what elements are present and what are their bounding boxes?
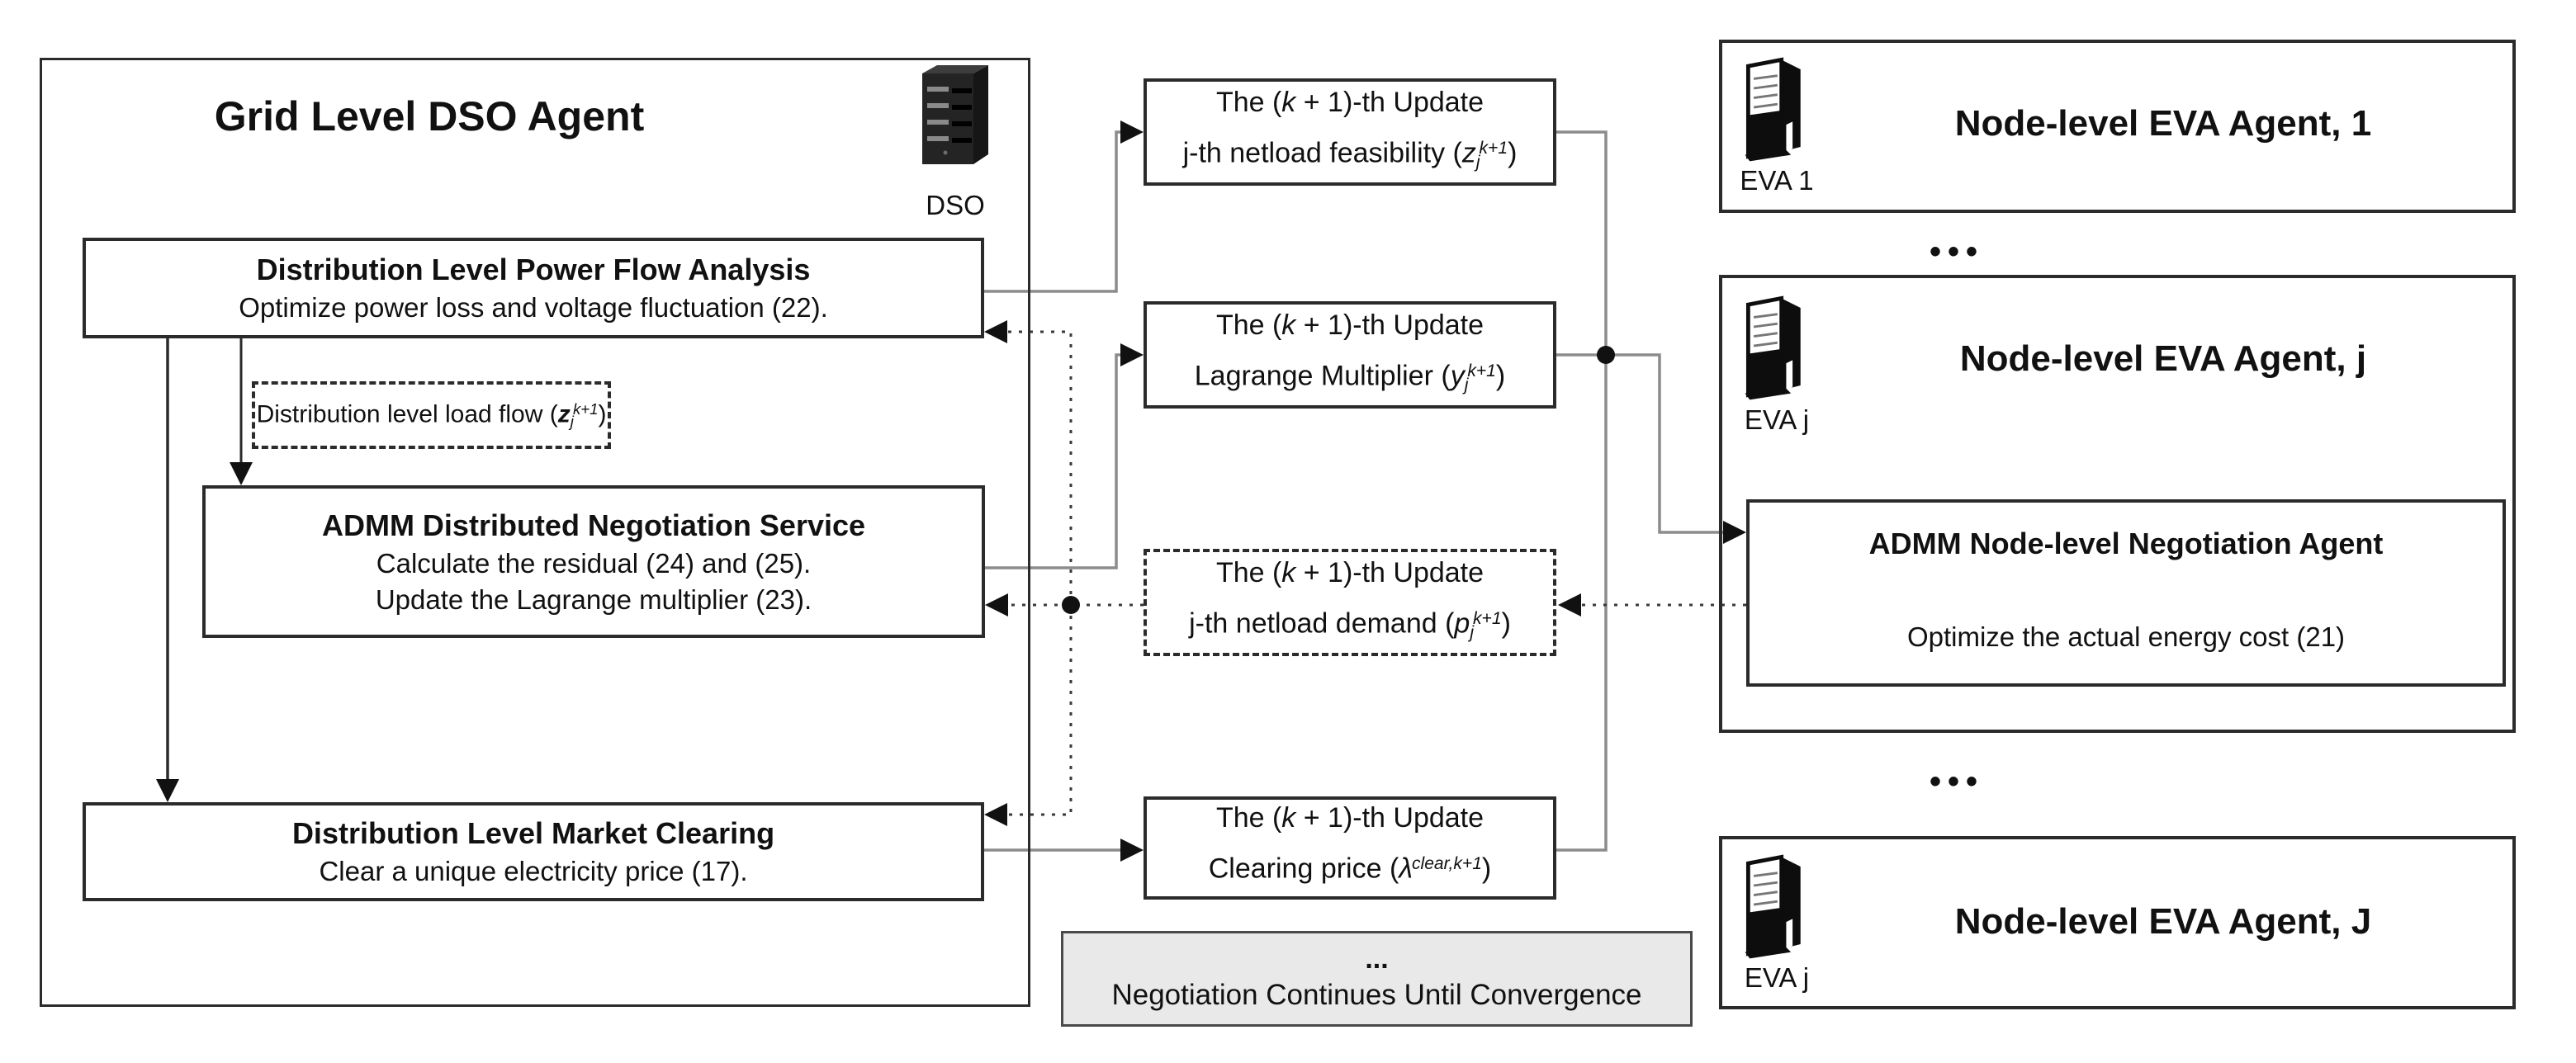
admm-service-desc2: Update the Lagrange multiplier (23). [375,583,812,615]
update-box-clearing-price: The (k + 1)-th Update Clearing price (λc… [1144,796,1556,900]
arrowhead-into-eva-agent [1723,521,1746,544]
arrowhead-into-z-update [1120,120,1144,144]
eva-separator-dots-1: ••• [1929,234,1984,270]
dso-agent-container [40,58,1030,1007]
dso-server-label: DSO [926,190,985,220]
wire-admm-to-y-update [985,353,1122,569]
update-box-netload-feasibility: The (k + 1)-th Update j-th netload feasi… [1144,78,1556,186]
update-box-lagrange-multiplier: The (k + 1)-th Update Lagrange Multiplie… [1144,301,1556,409]
convergence-dots: ... [1365,943,1389,975]
eva-1-server-icon [1735,54,1815,162]
load-flow-var: z [557,399,571,428]
wire-demand-to-clearing-dotted [997,605,1073,816]
load-flow-pre: Distribution level load flow ( [256,399,558,428]
wire-collector-to-eva-agent [1606,353,1725,534]
admm-service-title: ADMM Distributed Negotiation Service [321,508,866,542]
wire-update-collector [1556,130,1608,852]
eva-separator-dots-2: ••• [1929,763,1984,800]
convergence-label: Negotiation Continues Until Convergence [1111,979,1642,1011]
update-box-netload-demand: The (k + 1)-th Update j-th netload deman… [1144,549,1556,656]
convergence-note-box: ... Negotiation Continues Until Converge… [1061,931,1693,1027]
load-flow-post: ) [598,399,607,428]
update-3-line1: The (k + 1)-th Update [1215,802,1485,834]
load-flow-sup: k+1 [572,399,599,418]
load-flow-dashed-box: Distribution level load flow (zjk+1) [252,381,611,449]
eva-agent-j-title: Node-level EVA Agent, j [1959,338,2367,379]
arrowhead-into-demand-box [1558,593,1581,617]
eva-J-server-label: EVA j [1744,962,1810,993]
eva-agent-j-box [1719,275,2516,733]
update-2-line2: j-th netload demand (pjk+1) [1189,607,1511,642]
update-2-line1: The (k + 1)-th Update [1215,556,1485,588]
wire-demand-to-powerflow-dotted [997,330,1073,605]
eva-agent-J-box [1719,836,2516,1009]
dso-agent-title: Grid Level DSO Agent [214,93,645,139]
junction-dot-dotted [1062,596,1080,614]
eva-j-server-icon [1735,293,1815,400]
junction-dot-collector [1597,346,1615,364]
admm-service-box: ADMM Distributed Negotiation Service Cal… [202,485,985,638]
arrowhead-down-into-clearing [156,779,179,802]
wire-powerflow-to-z-update [984,130,1122,293]
arrowhead-down-into-admm [230,462,253,485]
eva-inner-negotiation-box: ADMM Node-level Negotiation Agent Optimi… [1746,499,2506,687]
load-flow-label: Distribution level load flow (zjk+1) [257,391,607,440]
dso-server-icon [914,60,997,171]
market-clearing-box: Distribution Level Market Clearing Clear… [83,802,984,901]
update-3-line2: Clearing price (λclear,k+1) [1208,853,1492,885]
power-flow-desc: Optimize power loss and voltage fluctuat… [239,292,828,323]
eva-inner-desc: Optimize the actual energy cost (21) [1906,621,2346,652]
eva-inner-title: ADMM Node-level Negotiation Agent [1868,527,2384,560]
eva-agent-1-title: Node-level EVA Agent, 1 [1954,103,2372,144]
eva-1-server-label: EVA 1 [1740,165,1814,196]
eva-agent-J-title: Node-level EVA Agent, J [1954,901,2372,942]
update-0-line2: j-th netload feasibility (zjk+1) [1182,137,1518,172]
arrowhead-into-powerflow [984,320,1007,343]
load-flow-sub: j [570,412,574,430]
arrowhead-into-y-update [1120,343,1144,366]
update-1-line2: Lagrange Multiplier (yjk+1) [1194,360,1506,394]
market-clearing-title: Distribution Level Market Clearing [291,816,775,850]
power-flow-title: Distribution Level Power Flow Analysis [256,253,811,286]
eva-agent-1-box [1719,40,2516,213]
eva-j-server-label: EVA j [1744,404,1810,435]
update-0-line1: The (k + 1)-th Update [1215,86,1485,118]
market-clearing-desc: Clear a unique electricity price (17). [319,856,748,886]
eva-J-server-icon [1735,852,1815,959]
power-flow-box: Distribution Level Power Flow Analysis O… [83,238,984,338]
update-1-line1: The (k + 1)-th Update [1215,309,1485,341]
arrowhead-into-admm-service [985,593,1008,617]
admm-service-desc1: Calculate the residual (24) and (25). [376,547,812,579]
arrowhead-into-clearing [984,803,1007,826]
arrowhead-into-price-update [1120,839,1144,862]
